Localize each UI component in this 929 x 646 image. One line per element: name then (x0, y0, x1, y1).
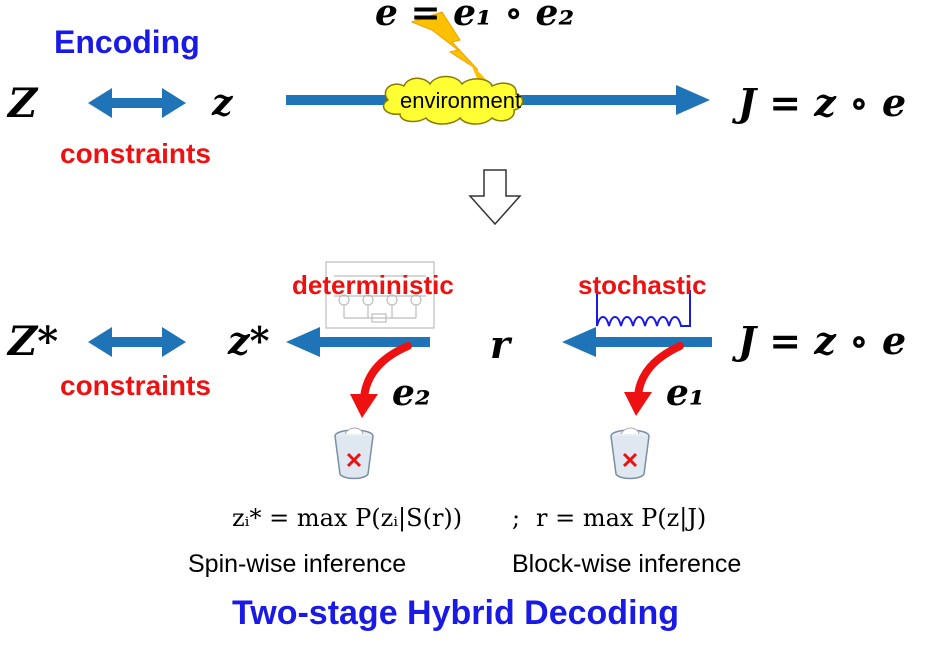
J-formula-bottom: J = z ∘ e (738, 318, 907, 363)
cloud-icon (382, 75, 524, 125)
constraints-label-bottom: constraints (60, 370, 211, 401)
red-curve-e1 (624, 342, 684, 416)
lightning-icon (410, 11, 488, 84)
e-formula: e = e₁ ∘ e₂ (375, 0, 575, 34)
stochastic-label: stochastic (578, 270, 707, 300)
deterministic-label: deterministic (292, 270, 454, 300)
Z-symbol: Z (8, 80, 38, 127)
diagram-title: Two-stage Hybrid Decoding (232, 594, 680, 632)
environment-label: environment (400, 88, 522, 113)
Zstar-symbol: Z* (8, 318, 59, 365)
formula-left: zᵢ* = max P(zᵢ|S(r)) (232, 504, 463, 532)
stochastic-arrow (562, 327, 712, 357)
double-arrow-top (88, 88, 186, 118)
zstar-symbol: z* (228, 318, 270, 363)
deterministic-arrow (286, 327, 430, 357)
encoding-label: Encoding (54, 24, 200, 60)
formula-separator: ; (512, 504, 521, 532)
e1-label: e₁ (666, 372, 705, 414)
e2-label: e₂ (392, 372, 431, 414)
trash-can-icon (334, 427, 374, 480)
circuit-icon (325, 261, 435, 329)
J-formula-top: J = z ∘ e (738, 80, 907, 125)
constraints-label-top: constraints (60, 138, 211, 169)
trash-can-icon (610, 427, 650, 480)
z-symbol: z (212, 82, 233, 124)
block-wise-label: Block-wise inference (512, 550, 742, 578)
spin-wise-label: Spin-wise inference (188, 550, 407, 578)
double-arrow-bottom (88, 327, 186, 357)
noise-resistor-icon (596, 290, 691, 327)
red-curve-e2 (350, 342, 412, 418)
formula-right: r = max P(z|J) (536, 504, 707, 532)
down-arrow-icon (468, 169, 522, 226)
r-symbol: r (490, 322, 511, 367)
